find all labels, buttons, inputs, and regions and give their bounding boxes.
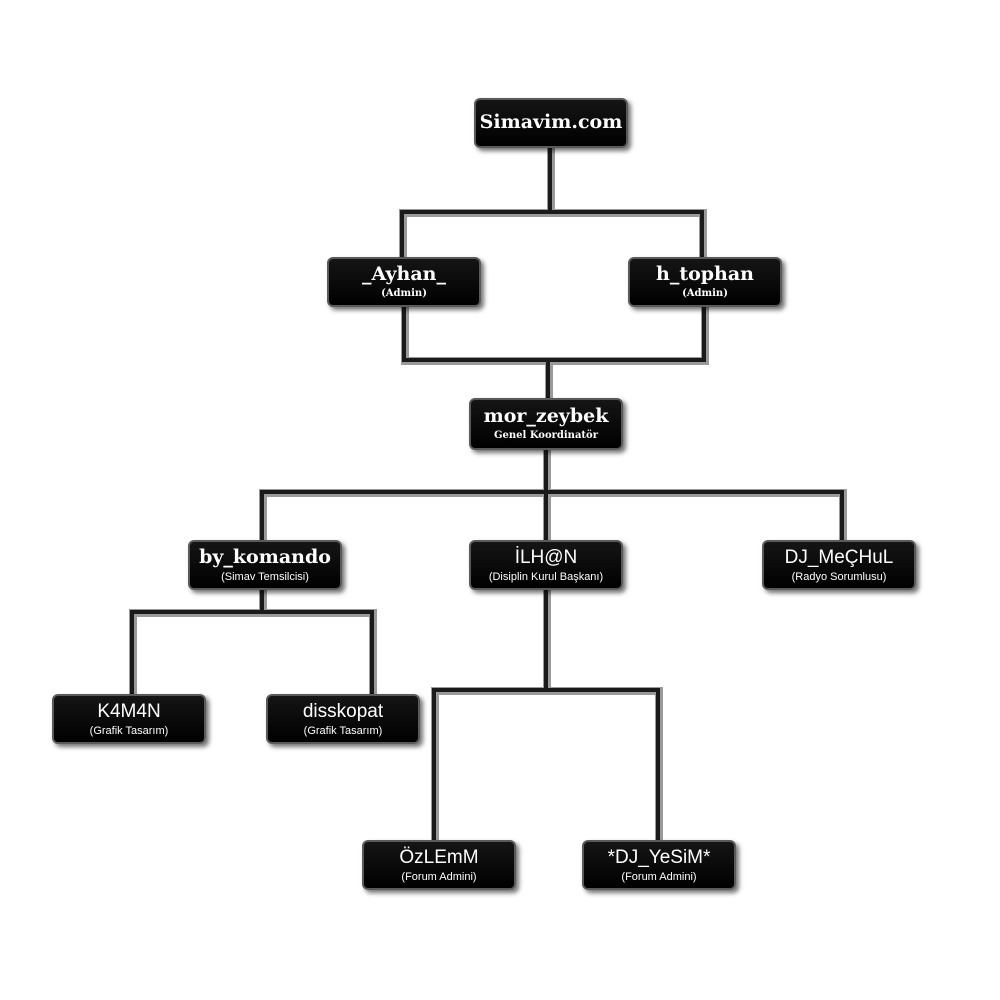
connector-mor	[259, 447, 847, 545]
node-name: _Ayhan_	[362, 263, 446, 286]
node-name: *DJ_YeSiM*	[607, 846, 711, 868]
node-role: (Radyo Sorumlusu)	[791, 570, 887, 583]
node-role: (Admin)	[682, 288, 728, 300]
node-role: (Disiplin Kurul Başkanı)	[488, 570, 604, 583]
node-disskopat: disskopat (Grafik Tasarım)	[266, 694, 420, 744]
node-name: mor_zeybek	[483, 405, 609, 428]
node-name: DJ_MeÇHuL	[784, 546, 894, 568]
node-simavim: Simavim.com	[474, 98, 628, 148]
node-role: (Simav Temsilcisi)	[221, 570, 309, 583]
node-ayhan: _Ayhan_ (Admin)	[327, 257, 481, 307]
node-k4m4n: K4M4N (Grafik Tasarım)	[52, 694, 206, 744]
node-by-komando: by_komando (Simav Temsilcisi)	[188, 540, 342, 590]
node-name: Simavim.com	[479, 111, 623, 134]
node-role: (Grafik Tasarım)	[303, 724, 383, 737]
node-ozlemm: ÖzLEmM (Forum Admini)	[362, 840, 516, 890]
node-name: ÖzLEmM	[399, 846, 479, 868]
node-mor-zeybek: mor_zeybek Genel Koordinatör	[469, 398, 623, 450]
node-role: (Forum Admini)	[401, 870, 477, 883]
node-name: disskopat	[302, 700, 384, 722]
node-role: (Grafik Tasarım)	[89, 724, 169, 737]
connector-root	[399, 145, 707, 262]
node-role: (Admin)	[381, 288, 427, 300]
connector-admins	[401, 304, 709, 403]
node-h-tophan: h_tophan (Admin)	[628, 257, 782, 307]
node-ilhan: İLH@N (Disiplin Kurul Başkanı)	[469, 540, 623, 590]
node-dj-mechul: DJ_MeÇHuL (Radyo Sorumlusu)	[762, 540, 916, 590]
node-role: Genel Koordinatör	[494, 430, 598, 442]
node-role: (Forum Admini)	[621, 870, 697, 883]
connector-komando	[129, 587, 377, 699]
node-name: h_tophan	[656, 263, 754, 286]
node-name: by_komando	[199, 545, 331, 568]
node-name: İLH@N	[514, 546, 578, 568]
node-dj-yesim: *DJ_YeSiM* (Forum Admini)	[582, 840, 736, 890]
node-name: K4M4N	[97, 700, 161, 722]
